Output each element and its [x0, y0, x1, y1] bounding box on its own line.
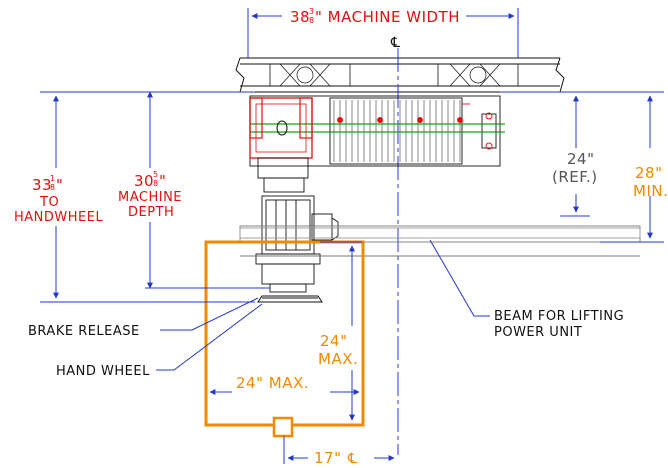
hand-wheel-callout: HAND WHEEL: [56, 303, 263, 379]
service-area: [204, 240, 365, 438]
support-beam: [235, 57, 565, 93]
handwheel-frac-top: 1: [50, 174, 56, 183]
centerline: ℄: [390, 35, 401, 455]
min-dimension: 28" MIN.: [590, 91, 668, 243]
machine-depth-line3: DEPTH: [128, 205, 174, 220]
bottom-label: 17": [314, 449, 342, 467]
max-horiz-label: 24" MAX.: [236, 374, 309, 392]
hand-wheel: [257, 295, 323, 303]
machine-depth-line2: MACHINE: [118, 190, 182, 205]
bottom-dimension: 17" ℄: [283, 436, 395, 467]
handwheel-line2: TO: [39, 195, 59, 210]
brake-release-callout: BRAKE RELEASE: [28, 297, 259, 339]
centerline-symbol-top: ℄: [390, 35, 401, 51]
handwheel-frac-bot: 8: [50, 183, 56, 192]
max-vert-line2: MAX.: [318, 350, 358, 368]
handwheel-quote: ": [56, 176, 63, 194]
ref-dimension: 24" (REF.): [500, 91, 598, 217]
machine-width-frac-top: 3: [309, 7, 315, 16]
ref-line2: (REF.): [552, 168, 598, 186]
max-vert-line1: 24": [320, 332, 348, 350]
max-horizontal-dimension: 24" MAX.: [209, 374, 360, 395]
machine-width-num: 38: [290, 8, 310, 26]
min-line1: 28": [635, 164, 663, 182]
max-vertical-dimension: 24" MAX.: [318, 241, 362, 421]
machine-depth-num: 30: [134, 172, 154, 190]
handwheel-line3: HANDWHEEL: [14, 210, 103, 225]
handwheel-num: 33: [32, 176, 52, 194]
min-line2: MIN.: [633, 182, 668, 200]
ref-line1: 24": [567, 150, 595, 168]
hand-wheel-label: HAND WHEEL: [56, 364, 150, 379]
beam-line1: BEAM FOR LIFTING: [494, 309, 624, 324]
gearbox: [249, 97, 313, 159]
hoist-drum: [249, 95, 505, 167]
machine-depth-frac-bot: 8: [153, 179, 159, 188]
brake-release-label: BRAKE RELEASE: [28, 324, 140, 339]
machine-depth-frac-top: 5: [153, 170, 159, 179]
motor-assembly: [255, 157, 339, 293]
lifting-beam: [239, 225, 641, 257]
machine-depth-quote: ": [159, 172, 166, 190]
machine-width-dimension: 38 3 8 " MACHINE WIDTH: [247, 7, 519, 58]
beam-callout: BEAM FOR LIFTING POWER UNIT: [429, 239, 624, 340]
machine-width-frac-bot: 8: [309, 16, 315, 25]
machine-depth-dimension: 30 5 8 " MACHINE DEPTH: [118, 91, 270, 289]
machine-width-label: " MACHINE WIDTH: [315, 8, 460, 26]
beam-line2: POWER UNIT: [494, 325, 582, 340]
centerline-symbol-bottom: ℄: [347, 451, 358, 467]
